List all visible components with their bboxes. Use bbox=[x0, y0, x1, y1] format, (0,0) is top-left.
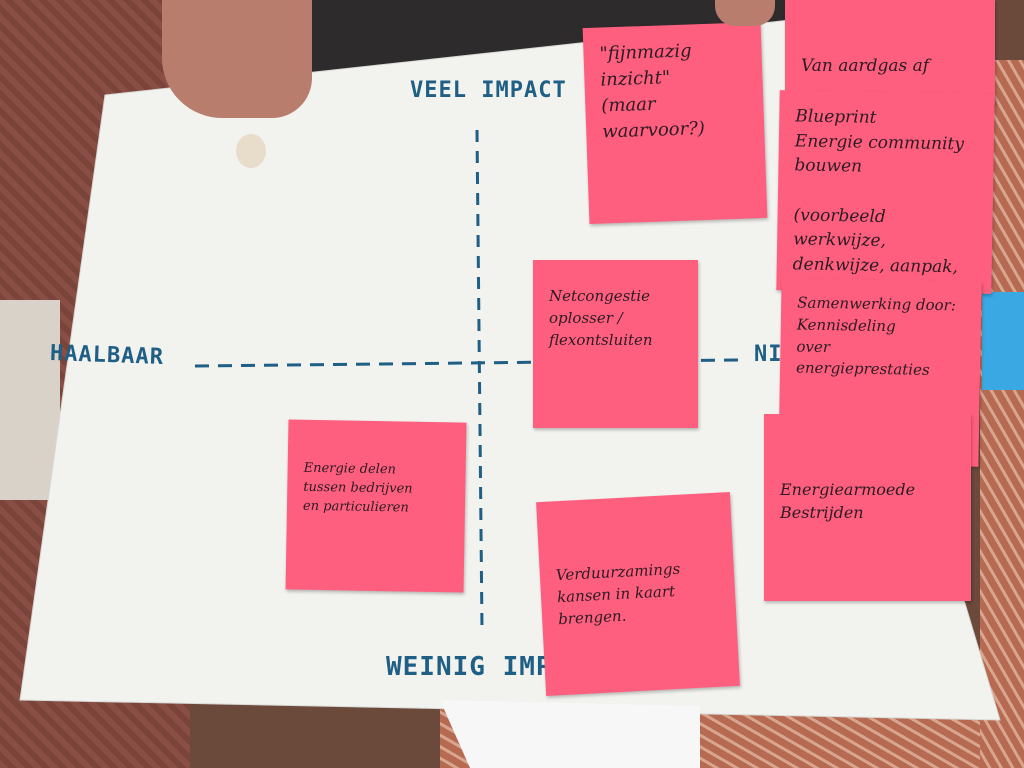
sticky-note-fijnmazig: "fijnmazig inzicht" (maar waarvoor?) bbox=[582, 21, 768, 225]
sticky-note-energie-delen: Energie delen tussen bedrijven en partic… bbox=[285, 419, 467, 593]
axis-label-left: HAALBAAR bbox=[49, 341, 165, 370]
left-hand bbox=[162, 0, 312, 118]
sticky-note-verduurzaming: Verduurzamings kansen in kaart brengen. bbox=[536, 492, 740, 696]
sticky-note-energiearmoede: Energiearmoede Bestrijden bbox=[764, 414, 971, 601]
axis-label-top: VEEL IMPACT bbox=[410, 78, 567, 103]
floor-tiles bbox=[0, 300, 60, 500]
blue-card bbox=[982, 292, 1024, 390]
sticky-note-blueprint: Blueprint Energie community bouwen (voor… bbox=[776, 90, 995, 294]
right-hand bbox=[715, 0, 775, 26]
sticky-note-aardgas: Van aardgas af bbox=[785, 0, 995, 104]
axis-label-right: NI bbox=[754, 342, 783, 367]
sticky-note-netcongestie: Netcongestie oplosser / flexontsluiten bbox=[533, 260, 698, 428]
painted-fingernail bbox=[236, 134, 266, 168]
